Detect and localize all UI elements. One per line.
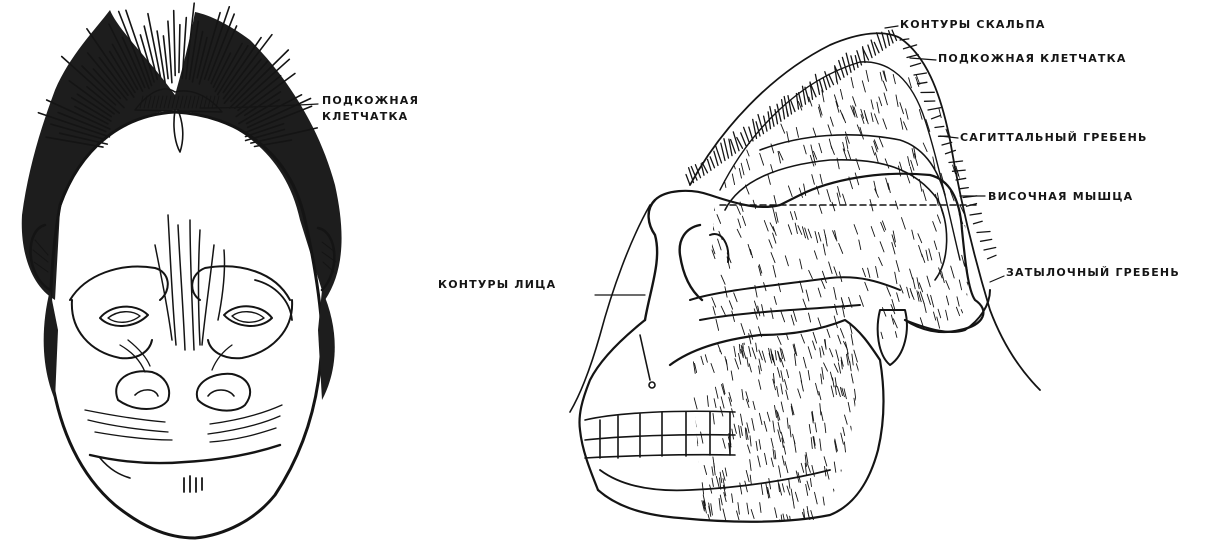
label-subcutaneous-front-2: КЛЕТЧАТКА <box>322 110 408 123</box>
hair-mass <box>22 10 342 300</box>
label-temporal-muscle: ВИСОЧНАЯ МЫШЦА <box>988 190 1133 203</box>
face-outline <box>50 112 322 538</box>
label-subcutaneous-front-1: ПОДКОЖНАЯ <box>322 94 419 107</box>
scalp-outline <box>690 33 1040 390</box>
jaw-hatching <box>691 330 860 530</box>
side-view-drawing <box>570 26 1040 531</box>
chin-tuft <box>184 476 202 492</box>
label-scalp-contours: КОНТУРЫ СКАЛЬПА <box>900 18 1046 31</box>
nasal-ridge <box>155 215 225 350</box>
teeth <box>585 411 735 458</box>
label-occipital-crest: ЗАТЫЛОЧНЫЙ ГРЕБЕНЬ <box>1006 266 1180 279</box>
label-subcutaneous-side: ПОДКОЖНАЯ КЛЕТЧАТКА <box>938 52 1127 65</box>
front-view-drawing <box>22 3 342 538</box>
label-face-contours: КОНТУРЫ ЛИЦА <box>438 278 556 291</box>
ear-hatching <box>33 240 336 272</box>
face-contour-line <box>570 205 650 412</box>
label-sagittal-crest: САГИТТАЛЬНЫЙ ГРЕБЕНЬ <box>960 131 1148 144</box>
